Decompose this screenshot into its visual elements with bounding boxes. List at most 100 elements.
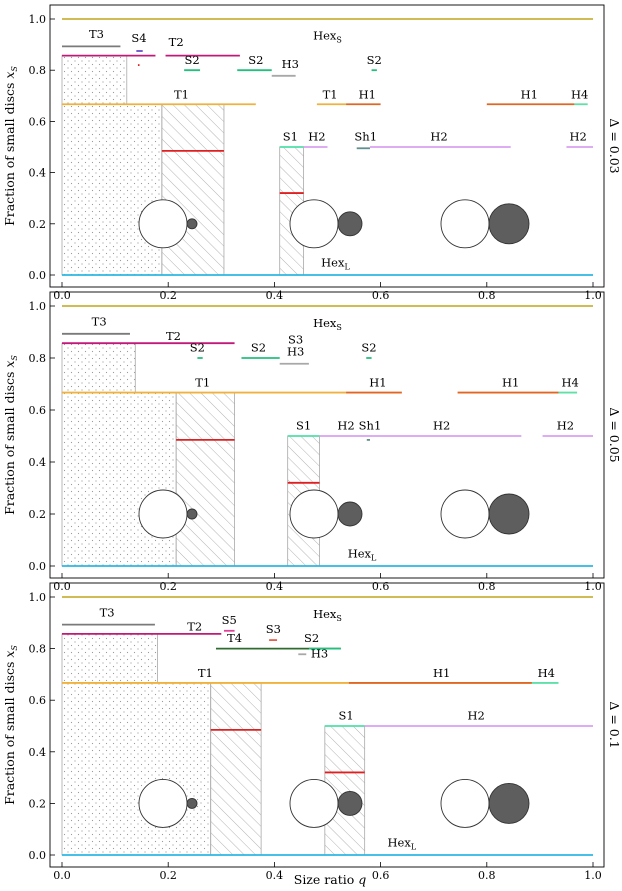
panel-frame <box>49 291 605 579</box>
small-disc <box>337 211 363 237</box>
phase-label-s4: S4 <box>131 31 146 45</box>
x-tick-label: 0.4 <box>266 580 284 593</box>
small-disc <box>488 493 530 535</box>
phase-label-t3: T3 <box>100 605 115 619</box>
x-tick-label: 1.0 <box>584 869 602 882</box>
phase-label-h4: H4 <box>561 376 578 390</box>
x-tick-label: 1.0 <box>584 580 602 593</box>
hex-s-label: HexS <box>313 29 342 45</box>
hex-l-label: HexL <box>388 836 417 852</box>
y-tick-label: 0.4 <box>29 456 47 469</box>
x-tick-label: 0.2 <box>159 869 177 882</box>
x-tick-label: 0.6 <box>372 289 390 302</box>
large-disc <box>440 199 490 249</box>
x-tick-label: 0.8 <box>478 580 496 593</box>
phase-label-s2: S2 <box>304 631 319 645</box>
y-tick-label: 1.0 <box>29 13 47 26</box>
region-dots <box>61 342 136 393</box>
phase-label-sh1: Sh1 <box>354 130 377 144</box>
y-tick-label: 0.8 <box>29 352 47 365</box>
small-disc <box>186 218 198 230</box>
y-axis-label: Fraction of small discs xS <box>2 66 19 226</box>
x-tick-label: 0.2 <box>159 289 177 302</box>
x-tick-label: 0.8 <box>478 289 496 302</box>
region-hatch <box>210 682 262 856</box>
large-disc <box>289 489 339 539</box>
large-disc <box>138 199 188 249</box>
region-dots <box>61 103 163 276</box>
region-dots <box>61 55 128 105</box>
phase-label-h1: H1 <box>521 87 538 101</box>
x-tick-label: 1.0 <box>584 289 602 302</box>
y-tick-label: 0.0 <box>29 849 47 862</box>
phase-label-t3: T3 <box>92 315 107 329</box>
phase-label-s2: S2 <box>251 341 266 355</box>
small-disc <box>488 203 530 245</box>
phase-label-t4: T4 <box>227 631 242 645</box>
phase-label-s2: S2 <box>190 341 205 355</box>
small-disc <box>337 790 363 816</box>
phase-label-h4: H4 <box>571 87 588 101</box>
phase-label-h2: H2 <box>337 419 354 433</box>
hex-s-label: HexS <box>313 607 342 623</box>
phase-label-h2: H2 <box>557 419 574 433</box>
x-tick-label: 0.6 <box>372 580 390 593</box>
phase-label-h3: H3 <box>311 647 328 661</box>
large-disc <box>138 778 188 828</box>
y-tick-label: 1.0 <box>29 300 47 313</box>
phase-label-h3: H3 <box>287 344 304 358</box>
y-axis-label: Fraction of small discs xS <box>2 645 19 805</box>
phase-label-t1: T1 <box>198 666 213 680</box>
phase-label-s2: S2 <box>248 53 263 67</box>
phase-label-h1: H1 <box>502 376 519 390</box>
phase-label-s2: S2 <box>184 53 199 67</box>
y-axis-label: Fraction of small discs xS <box>2 355 19 515</box>
panel-frame <box>49 582 605 868</box>
phase-label-s1: S1 <box>296 419 311 433</box>
x-tick-label: 0.2 <box>159 580 177 593</box>
phase-label-s1: S1 <box>283 130 298 144</box>
large-disc <box>289 778 339 828</box>
y-tick-label: 0.6 <box>29 694 47 707</box>
phase-label-t2: T2 <box>169 35 184 49</box>
phase-label-t1: T1 <box>174 87 189 101</box>
phase-label-h1: H1 <box>369 376 386 390</box>
small-disc <box>337 501 363 527</box>
small-disc <box>186 797 198 809</box>
delta-label: Δ = 0.1 <box>607 701 622 748</box>
hex-s-label: HexS <box>313 316 342 332</box>
hex-l-label: HexL <box>348 547 377 563</box>
phase-label-h2: H2 <box>569 130 586 144</box>
phase-label-t2: T2 <box>187 620 202 634</box>
x-tick-label: 0.4 <box>266 869 284 882</box>
phase-label-s1: S1 <box>338 709 353 723</box>
phase-label-s2: S2 <box>361 341 376 355</box>
region-dots <box>61 633 158 684</box>
large-disc <box>440 778 490 828</box>
phase-label-s5: S5 <box>222 613 237 627</box>
y-tick-label: 0.2 <box>29 508 47 521</box>
y-tick-label: 0.6 <box>29 404 47 417</box>
phase-label-s3: S3 <box>288 333 303 347</box>
phase-label-t2: T2 <box>166 329 181 343</box>
y-tick-label: 0.0 <box>29 269 47 282</box>
y-tick-label: 0.0 <box>29 560 47 573</box>
panel-frame <box>49 4 605 288</box>
phase-label-h2: H2 <box>433 419 450 433</box>
phase-label-h1: H1 <box>433 666 450 680</box>
x-tick-label: 0.6 <box>372 869 390 882</box>
small-disc <box>488 782 530 824</box>
phase-label-h1: H1 <box>359 87 376 101</box>
large-disc <box>289 199 339 249</box>
x-tick-label: 0.0 <box>53 289 71 302</box>
phase-label-h2: H2 <box>308 130 325 144</box>
x-tick-label: 0.4 <box>266 289 284 302</box>
phase-label-t1: T1 <box>323 87 338 101</box>
x-tick-label: 0.8 <box>478 869 496 882</box>
y-tick-label: 0.4 <box>29 167 47 180</box>
phase-label-h3: H3 <box>282 57 299 71</box>
y-tick-label: 0.4 <box>29 746 47 759</box>
x-tick-label: 0.0 <box>53 869 71 882</box>
